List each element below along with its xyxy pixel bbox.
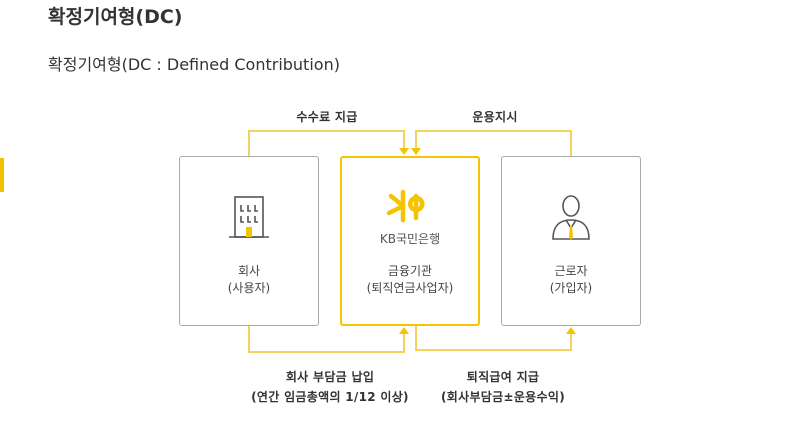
company-role: (사용자) [227,281,271,295]
worker-box: 근로자 (가입자) [501,156,641,326]
fee-payment-arrowhead [399,148,409,155]
company-name: 회사 [237,264,261,278]
contribution-note: (연간 임금총액의 1/12 이상) [251,390,409,404]
contribution-arrowhead [399,327,409,334]
building-icon [229,196,269,238]
company-box: 회사 (사용자) [179,156,319,326]
person-icon [552,195,590,240]
benefit-payment-note: (회사부담금±운용수익) [441,390,565,404]
investment-order-label: 운용지시 [472,110,518,124]
bank-name: 금융기관 [387,264,433,278]
side-marker [0,158,4,192]
page-title: 확정기여형(DC) [48,6,183,28]
bank-role: (퇴직연금사업자) [366,281,454,295]
kb-logo-icon [386,189,425,223]
benefit-payment-label: 퇴직급여 지급 [466,370,540,384]
fee-payment-line [248,130,405,156]
fee-payment-label: 수수료 지급 [296,110,358,124]
kb-logo-text: KB국민은행 [379,232,441,246]
contribution-label: 회사 부담금 납입 [285,370,375,384]
benefit-payment-arrowhead [566,327,576,334]
contribution-line [248,326,405,353]
worker-role: (가입자) [549,281,593,295]
investment-order-arrowhead [411,148,421,155]
page-subtitle: 확정기여형(DC : Defined Contribution) [48,55,340,74]
bank-box: KB국민은행 금융기관 (퇴직연금사업자) [340,156,480,326]
benefit-payment-line [415,326,572,351]
worker-name: 근로자 [554,264,588,278]
investment-order-line [415,130,572,156]
